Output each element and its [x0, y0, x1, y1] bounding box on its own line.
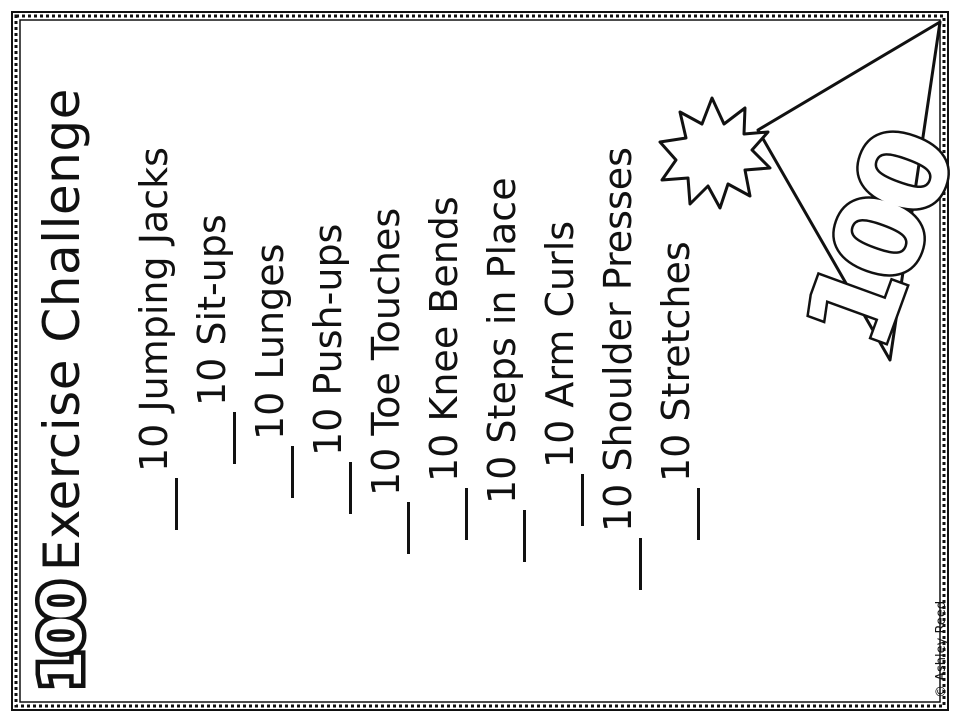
check-blank[interactable]: [367, 502, 410, 554]
list-item: 10 Toe Touches: [354, 208, 410, 554]
item-label: 10 Steps in Place: [480, 177, 524, 504]
item-label: 10 Lunges: [248, 243, 292, 440]
check-blank[interactable]: [135, 478, 178, 530]
title-text: Exercise Challenge: [33, 88, 91, 572]
list-item: 10 Lunges: [238, 244, 294, 498]
item-label: 10 Sit-ups: [190, 214, 234, 406]
item-label: 10 Stretches: [654, 241, 698, 482]
item-label: 10 Arm Curls: [538, 220, 582, 468]
item-label: 10 Knee Bends: [422, 196, 466, 482]
check-blank[interactable]: [193, 412, 236, 464]
check-blank[interactable]: [251, 446, 294, 498]
check-blank[interactable]: [309, 462, 352, 514]
list-item: 10 Steps in Place: [470, 177, 526, 562]
check-blank[interactable]: [425, 488, 468, 540]
pennant-flag-icon: [756, 20, 942, 362]
page-title: 100 Exercise Challenge: [25, 88, 99, 695]
item-label: 10 Shoulder Presses: [596, 147, 640, 532]
list-item: 10 Arm Curls: [528, 221, 584, 526]
check-blank[interactable]: [541, 474, 584, 526]
list-item: 10 Knee Bends: [412, 196, 468, 540]
item-label: 10 Push-ups: [306, 223, 350, 456]
item-label: 10 Jumping Jacks: [132, 147, 176, 472]
check-blank[interactable]: [483, 510, 526, 562]
check-blank[interactable]: [599, 538, 642, 590]
starburst-icon: [658, 96, 772, 210]
list-item: 10 Stretches: [644, 241, 700, 540]
title-number: 100: [25, 581, 99, 695]
list-item: 10 Jumping Jacks: [122, 147, 178, 530]
worksheet-content: 100 Exercise Challenge 10 Jumping Jacks …: [25, 70, 710, 695]
list-item: 10 Push-ups: [296, 224, 352, 514]
copyright-notice: © Ashley Reed: [934, 600, 949, 698]
check-blank[interactable]: [657, 488, 700, 540]
item-label: 10 Toe Touches: [364, 207, 408, 496]
list-item: 10 Sit-ups: [180, 214, 236, 464]
list-item: 10 Shoulder Presses: [586, 147, 642, 590]
